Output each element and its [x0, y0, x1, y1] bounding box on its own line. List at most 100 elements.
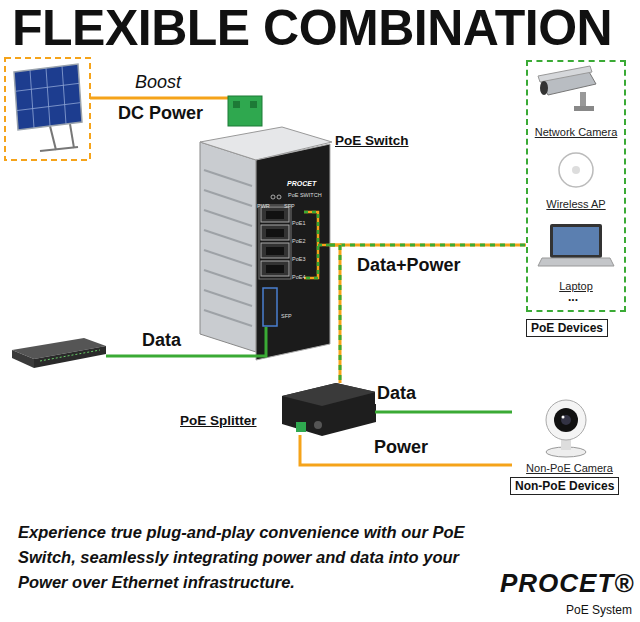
- network-camera-icon-part: [540, 81, 548, 95]
- switch-housing-part: [204, 210, 252, 226]
- network-switch-part: [12, 350, 34, 368]
- caption-holder: Experience true plug-and-play convenienc…: [18, 520, 498, 595]
- non-poe-camera-label: Non-PoE Devices: [510, 477, 619, 495]
- connector-part: [330, 244, 526, 247]
- laptop-icon-part: [550, 224, 602, 258]
- connector-part: [330, 244, 526, 247]
- non-poe-camera-icon: [546, 400, 586, 457]
- poe-splitter: PoE Splitter: [278, 383, 375, 435]
- edge-label: Data+Power: [355, 255, 463, 276]
- label-holder: ...: [568, 287, 578, 305]
- poe-device-group-label-holder: PoE Devices: [526, 318, 608, 337]
- connector: [300, 435, 512, 465]
- switch-housing-part: [266, 247, 284, 255]
- poe-splitter-icon-part: [296, 422, 306, 432]
- laptop-icon: [538, 224, 614, 266]
- label-holder: PoE System: [566, 600, 632, 618]
- switch-housing-part: [204, 190, 252, 206]
- label-holder: DC Power: [116, 103, 205, 124]
- label: PoE System: [566, 603, 632, 617]
- dc-power-wire: [90, 97, 230, 100]
- edge-label-holder: Data+Power: [355, 255, 463, 276]
- caption: Experience true plug-and-play convenienc…: [18, 520, 498, 595]
- switch-housing-part: [266, 211, 284, 219]
- connector-part: [300, 435, 512, 465]
- label-holder: PoE1: [292, 211, 305, 229]
- port-bracket-part: [304, 212, 331, 278]
- edge-label: Power: [372, 437, 430, 458]
- label: PWR: [257, 203, 270, 209]
- switch-housing-part: [266, 265, 284, 273]
- poe-device-group: PoE DevicesNetwork CameraWireless APLapt…: [526, 60, 626, 312]
- label-holder: PoE2: [292, 229, 305, 247]
- label: PROCET®: [500, 568, 635, 599]
- switch-housing-part: [204, 310, 252, 326]
- connector: [375, 412, 512, 413]
- label: PoE2: [292, 238, 305, 244]
- label: ...: [568, 290, 578, 304]
- network-camera-icon-part: [574, 106, 594, 111]
- label-holder: PWR: [257, 194, 270, 212]
- network-switch: [12, 338, 106, 368]
- poe-switch-label: PoE Switch: [335, 133, 409, 148]
- switch-housing-part: [277, 195, 281, 199]
- switch-housing-part: [261, 261, 289, 276]
- non-poe-camera-label-holder: Non-PoE Camera: [512, 458, 627, 476]
- wireless-ap: Wireless AP: [528, 152, 624, 212]
- label-holder: PoE4: [292, 265, 305, 283]
- non-poe-camera: Non-PoE CameraNon-PoE Devices: [512, 398, 627, 496]
- label: SFP: [284, 203, 295, 209]
- non-poe-camera-label-holder: Non-PoE Devices: [510, 476, 619, 495]
- solar-panel-part: [62, 66, 66, 124]
- wireless-ap-label: Wireless AP: [546, 198, 605, 210]
- poe-splitter-icon-part: [282, 383, 376, 406]
- poe-device-group-label: PoE Devices: [526, 319, 608, 337]
- label-holder: Data: [140, 330, 183, 351]
- poe-splitter-icon-part: [314, 421, 322, 429]
- solar-panel-part: [70, 124, 74, 148]
- label-holder: SFP: [281, 304, 292, 322]
- switch-housing-part: [204, 230, 252, 246]
- label: Boost: [133, 72, 183, 93]
- edge-label-holder: Power: [372, 437, 430, 458]
- solar-panel-part: [14, 64, 82, 130]
- title-holder: FLEXIBLE COMBINATION: [12, 0, 612, 56]
- network-camera-icon-part: [580, 92, 586, 108]
- solar-panel-part: [17, 103, 81, 111]
- label: PoE4: [292, 274, 305, 280]
- label: PoE1: [292, 220, 305, 226]
- label-holder: PROCET®: [500, 568, 635, 599]
- connector: [330, 245, 340, 383]
- laptop-icon-part: [538, 258, 614, 266]
- switch-housing-part: [204, 250, 252, 266]
- solar-panel-part: [5, 58, 90, 160]
- network-switch-part: [40, 350, 100, 361]
- label: PoE SWITCH: [288, 192, 322, 198]
- poe-switch: PoE Switch: [200, 125, 330, 360]
- switch-housing-part: [261, 225, 289, 240]
- terminal-block-part: [233, 101, 240, 108]
- switch-housing-part: [266, 229, 284, 237]
- label-holder: Boost: [133, 72, 183, 93]
- terminal-block-part: [228, 96, 262, 126]
- solar-panel-part: [30, 70, 34, 128]
- non-poe-camera-label: Non-PoE Camera: [526, 462, 613, 474]
- label: PoE3: [292, 256, 305, 262]
- wireless-ap-icon: [559, 153, 593, 187]
- label: PROCET: [287, 180, 316, 188]
- poe-splitter-label-holder: PoE Splitter: [180, 411, 257, 429]
- title: FLEXIBLE COMBINATION: [12, 0, 612, 56]
- label: DC Power: [116, 103, 205, 124]
- non-poe-camera-icon-part: [561, 415, 571, 425]
- switch-housing-part: [204, 170, 252, 186]
- port-bracket: [304, 212, 331, 278]
- non-poe-camera-icon-part: [546, 400, 586, 440]
- solar-panel: [5, 58, 90, 160]
- label-holder: PoE SWITCH: [288, 183, 322, 201]
- label-holder: PoE3: [292, 247, 305, 265]
- edge-label: Data: [375, 383, 418, 404]
- edge-label-holder: Data: [375, 383, 418, 404]
- non-poe-camera-icon-part: [562, 416, 565, 419]
- switch-housing-part: [259, 205, 291, 279]
